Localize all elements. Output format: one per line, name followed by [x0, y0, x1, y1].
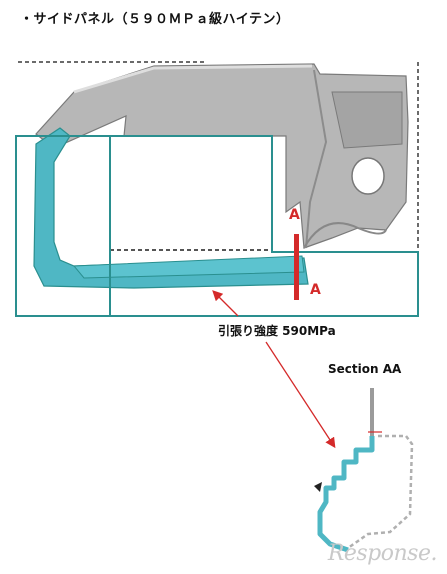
- dashed-frame-inner: [109, 135, 273, 251]
- rear-arch: [303, 222, 387, 249]
- side-panel-diagram: [15, 61, 419, 317]
- teal-frame-right: [110, 135, 419, 317]
- section-dashed-inner: [347, 434, 414, 550]
- section-cut-marker: [294, 234, 299, 300]
- page-heading: ・サイドパネル（５９０ＭＰａ級ハイテン）: [20, 12, 290, 27]
- section-marker-lower: A: [310, 282, 321, 298]
- teal-frame-left: [15, 135, 111, 317]
- section-title: Section AA: [328, 362, 402, 376]
- strength-annotation: 引張り強度 590MPa: [218, 324, 336, 338]
- rear-pillar-detail: [305, 69, 328, 249]
- section-teal-profile: [317, 436, 375, 553]
- section-aa-profile: [314, 388, 414, 553]
- fuel-lid-opening: [351, 157, 385, 195]
- roof-rail-highlight: [73, 64, 313, 94]
- response-watermark: Response.: [327, 541, 438, 566]
- sill-reinforcement: [72, 255, 305, 279]
- section-marker-upper: A: [289, 207, 300, 223]
- rear-window-edge: [331, 91, 403, 149]
- section-arrow-tip: [314, 482, 322, 492]
